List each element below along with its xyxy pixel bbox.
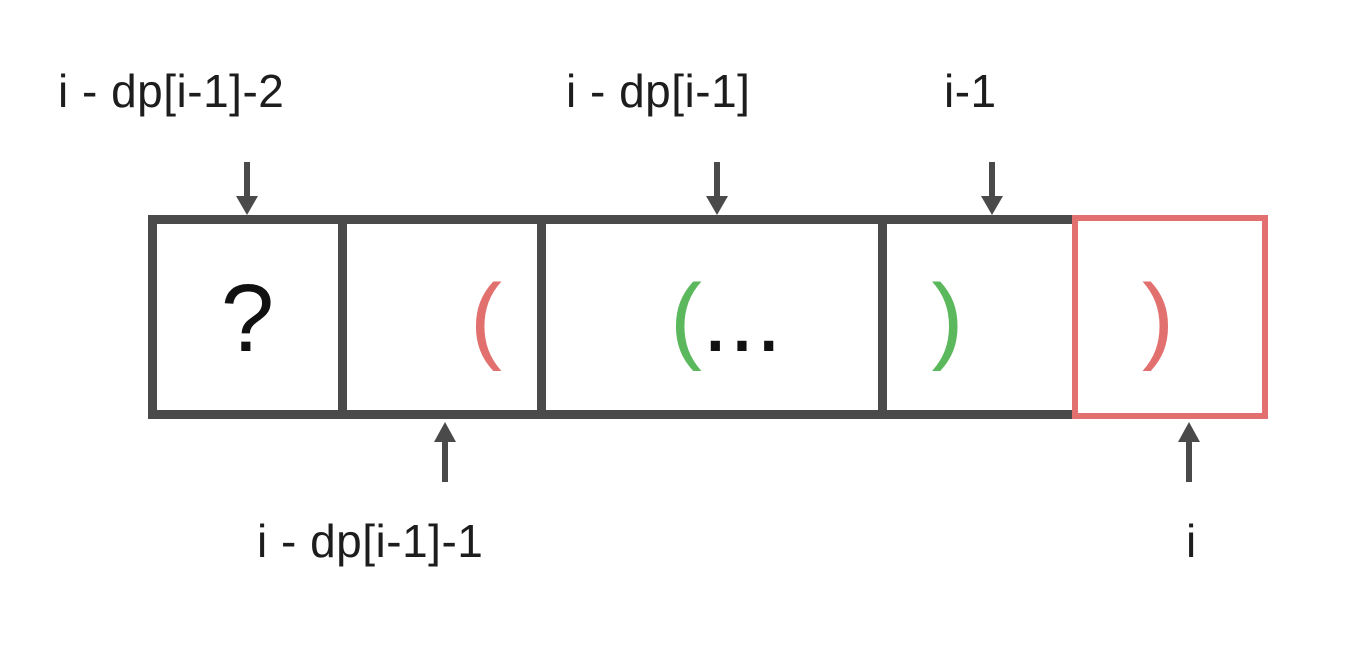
arrow-up-icon-d	[432, 420, 458, 482]
label-i-minus-dp-minus-2: i - dp[i-1]-2	[58, 65, 285, 117]
label-i-minus-dp: i - dp[i-1]	[566, 65, 751, 117]
arrow-down-icon-c	[979, 162, 1005, 216]
cell-4[interactable]: )	[878, 215, 1081, 419]
arrow-down-icon-b	[704, 162, 730, 216]
arrow-down-icon-a	[234, 162, 260, 216]
cell-2-content: (	[470, 265, 502, 372]
cell-2[interactable]: (	[338, 215, 546, 419]
cell-3-content-group: (...	[670, 271, 782, 367]
cell-5-content: )	[1142, 265, 1174, 372]
label-i-minus-dp-minus-1: i - dp[i-1]-1	[257, 515, 484, 567]
cell-1-content: ?	[220, 265, 275, 372]
label-i-minus-1: i-1	[944, 65, 997, 117]
cell-3[interactable]: (...	[537, 215, 887, 419]
cell-1[interactable]: ?	[148, 215, 347, 419]
cell-4-content: )	[931, 265, 964, 372]
cell-strip: ? ( (... ) )	[148, 215, 1268, 419]
arrow-up-icon-e	[1176, 420, 1202, 482]
cell-3-ellipsis: ...	[701, 265, 782, 372]
cell-3-content: (	[670, 265, 702, 372]
label-i: i	[1186, 515, 1197, 567]
cell-5[interactable]: )	[1072, 215, 1268, 419]
